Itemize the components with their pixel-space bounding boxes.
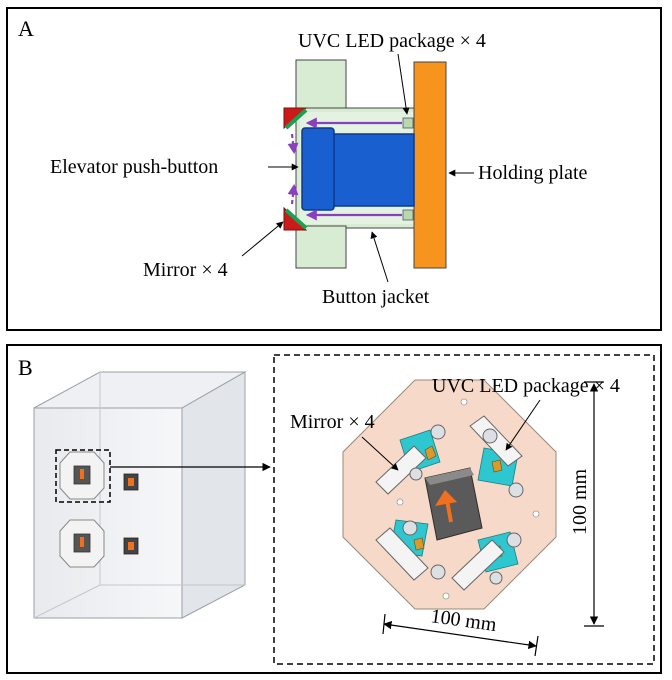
plate-hole-1 (396, 498, 404, 506)
push-button-stem (331, 133, 415, 207)
enclosure-render (33, 371, 271, 619)
led-chip-3 (413, 537, 425, 551)
center-button-top (425, 468, 474, 485)
center-arrow-head (435, 490, 457, 506)
post-6 (430, 564, 446, 580)
plate-hole-2 (532, 510, 540, 518)
mirror-top-green (284, 108, 308, 130)
leader-led-a (397, 53, 410, 115)
panel-a: A UVC LED package × 4 Elevator push-butt… (6, 7, 662, 331)
leader-mirror-b (361, 436, 399, 471)
label-dim-vertical: 100 mm (569, 468, 591, 535)
leader-led-b (505, 399, 541, 451)
led-chip-1 (424, 445, 437, 461)
enclosure-side (181, 371, 246, 619)
post-1 (430, 424, 446, 440)
mirror-block-4 (451, 539, 505, 591)
enclosure-back-edge-3 (33, 584, 101, 619)
post-4 (508, 482, 524, 498)
post-3 (482, 428, 498, 444)
device-lower-arrow (80, 537, 84, 547)
post-7 (506, 532, 522, 548)
reflection-bottom (287, 183, 299, 205)
leader-mirror-a (241, 221, 284, 257)
led-package-top (402, 117, 414, 129)
post-8 (489, 571, 503, 585)
panel-b-frame (6, 344, 662, 674)
label-button-jacket: Button jacket (322, 286, 430, 308)
plate-hole-4 (442, 592, 450, 600)
leader-button-jacket (370, 231, 389, 283)
reflection-top (287, 133, 299, 155)
button-jacket-upper (295, 59, 347, 111)
button-jacket-lower (295, 225, 347, 269)
side-button-upper-light (128, 478, 134, 486)
label-mirror-a: Mirror × 4 (143, 259, 228, 281)
mirror-block-2 (469, 415, 523, 467)
panel-a-frame (6, 7, 662, 331)
enclosure-front (33, 407, 183, 619)
panel-b-letter: B (18, 355, 33, 380)
label-push-button: Elevator push-button (50, 156, 218, 178)
device-detail (342, 379, 557, 610)
mirror-block-3 (375, 527, 429, 581)
dim-horizontal-line (383, 620, 537, 650)
zoom-detail-frame (273, 354, 655, 665)
led-chip-2 (491, 459, 503, 473)
dim-horizontal-tick-right (534, 635, 539, 657)
panel-a-letter: A (18, 16, 34, 41)
panel-b: B (6, 344, 662, 674)
device-upper-arrow (80, 469, 84, 479)
label-holding-plate: Holding plate (478, 162, 588, 184)
zoom-source-box (55, 449, 111, 503)
holding-plate (413, 61, 447, 269)
post-2 (409, 467, 423, 481)
plate-hole-3 (460, 398, 468, 406)
label-mirror-b: Mirror × 4 (290, 411, 375, 433)
mirror-block-1 (375, 445, 427, 495)
dim-horizontal-tick-left (382, 613, 386, 635)
post-5 (402, 520, 418, 536)
led-package-bottom (402, 209, 414, 221)
mirror-bottom-green (284, 208, 308, 230)
label-led-b: UVC LED package × 4 (432, 375, 620, 397)
push-button-cap (301, 127, 335, 211)
label-led-a: UVC LED package × 4 (298, 30, 486, 52)
side-button-lower-light (128, 542, 134, 550)
